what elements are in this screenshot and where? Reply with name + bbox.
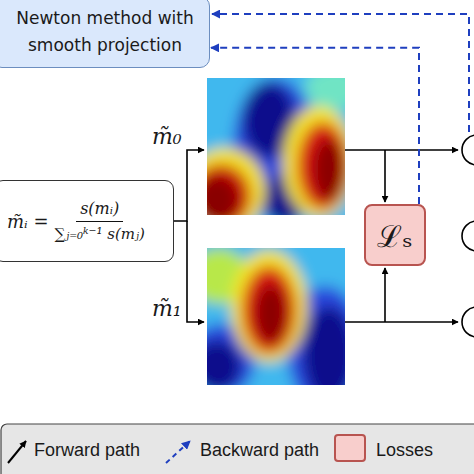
formula-lhs: m̃ᵢ = [7,211,49,232]
formula-box: m̃ᵢ = s(mᵢ)∑ⱼ₌₀ᵏ⁻¹ s(mⱼ) [0,180,174,262]
forward-arrow [174,150,458,322]
variable-label: m̃₁ [152,296,182,321]
heatmap [207,248,345,385]
legend-text: Losses [376,440,433,461]
backward-connector [211,48,419,204]
forward-sample [8,441,26,463]
loss-box: ℒₛ [364,204,426,266]
numerator: s(mᵢ) [76,199,123,222]
output-circle [462,135,474,337]
process-box: Newton method with smooth projection [0,0,210,68]
backward-sample [166,441,190,463]
backward-arrow [212,14,469,132]
heatmap [207,78,345,215]
node-text: ℒₛ [377,215,412,256]
denominator: ∑ⱼ₌₀ᵏ⁻¹ s(mⱼ) [55,222,145,243]
legend-text: Backward path [200,440,319,461]
fraction: s(mᵢ)∑ⱼ₌₀ᵏ⁻¹ s(mⱼ) [55,199,145,243]
node-text: Newton method with smooth projection [5,5,205,59]
legend-text: Forward path [34,440,140,461]
variable-label: m̃₀ [152,124,182,149]
legend-bar [1,424,474,474]
legend-swatch [334,434,366,462]
